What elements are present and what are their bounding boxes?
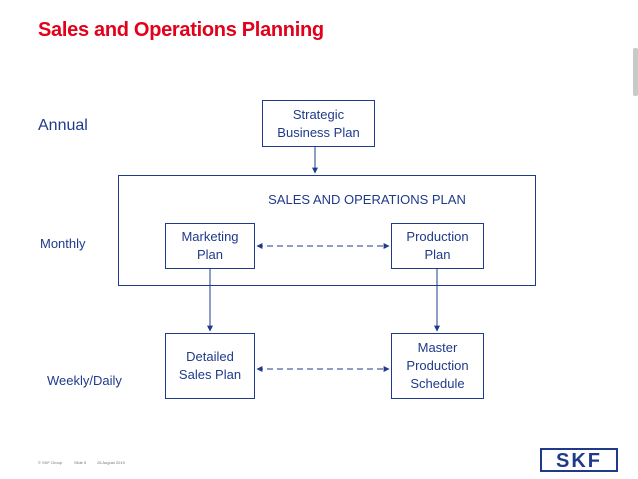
frame-title: SALES AND OPERATIONS PLAN (268, 192, 466, 207)
scrollbar[interactable] (633, 48, 638, 96)
level-label-monthly: Monthly (40, 236, 86, 251)
node-master-production-schedule: Master Production Schedule (391, 333, 484, 399)
node-line: Plan (424, 247, 451, 262)
footer-copyright: © SKF Group (38, 460, 63, 465)
node-line: Marketing (181, 229, 239, 244)
node-production-plan: Production Plan (391, 223, 484, 269)
node-line: Detailed (186, 349, 234, 364)
node-line: Master (417, 340, 458, 355)
node-line: Plan (196, 247, 224, 262)
node-detailed-sales-plan: Detailed Sales Plan (165, 333, 255, 399)
footer-date: 28 August 2019 (97, 460, 125, 465)
node-line: Strategic (292, 106, 345, 122)
skf-logo: SKF (540, 448, 618, 472)
footer-slide-number: Slide 5 (74, 460, 87, 465)
node-line: Production (406, 358, 469, 373)
node-marketing-plan: Marketing Plan (165, 223, 255, 269)
node-line: Business Plan (277, 124, 360, 140)
node-line: Sales Plan (178, 367, 242, 382)
page-title: Sales and Operations Planning (38, 19, 324, 41)
level-label-annual: Annual (38, 117, 88, 134)
node-strategic-business-plan: Strategic Business Plan (262, 100, 375, 147)
node-line: Production (406, 229, 469, 244)
sales-operations-plan-frame: SALES AND OPERATIONS PLAN (118, 175, 536, 286)
node-line: Schedule (410, 376, 465, 391)
logo-text: SKF (556, 450, 602, 472)
level-label-weekly-daily: Weekly/Daily (47, 373, 122, 388)
